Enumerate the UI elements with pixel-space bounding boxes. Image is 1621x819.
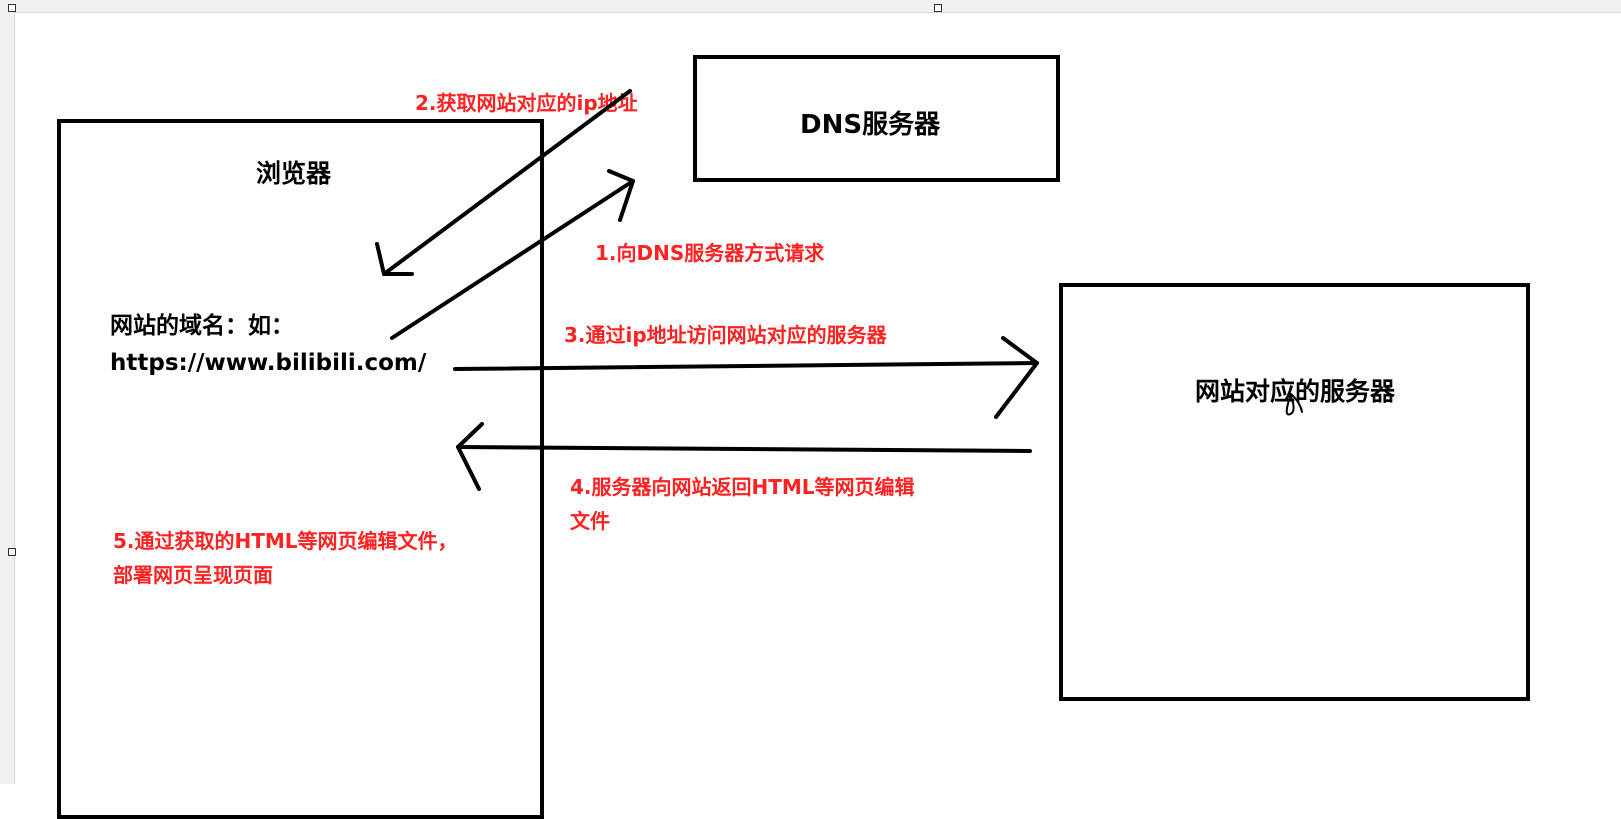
arrowhead-browser-to-server bbox=[994, 336, 1039, 419]
dns-server-box bbox=[693, 55, 1060, 182]
domain-label: 网站的域名：如： bbox=[110, 313, 294, 339]
arrowhead-server-to-browser bbox=[456, 422, 484, 491]
step4-line2: 文件 bbox=[570, 509, 610, 533]
step3-label: 3.通过ip地址访问网站对应的服务器 bbox=[564, 323, 887, 347]
arrowhead-browser-to-dns bbox=[607, 169, 635, 222]
arrowhead-dns-to-browser bbox=[375, 242, 414, 276]
arrow-server-to-browser bbox=[456, 445, 1032, 453]
left-ruler bbox=[0, 12, 15, 784]
arrows-layer bbox=[375, 89, 1303, 491]
website-server-title: 网站对应的服务器 bbox=[1195, 377, 1396, 406]
website-server-box bbox=[1059, 283, 1530, 701]
resize-handle-top-middle[interactable] bbox=[934, 4, 942, 12]
drawing-canvas[interactable] bbox=[0, 0, 1621, 784]
top-ruler bbox=[0, 0, 1621, 13]
arrow-browser-to-dns bbox=[390, 179, 635, 340]
step4-label: 4.服务器向网站返回HTML等网页编辑 文件 bbox=[570, 470, 915, 538]
dns-server-title: DNS服务器 bbox=[800, 110, 941, 140]
browser-title: 浏览器 bbox=[256, 159, 332, 188]
domain-url: https://www.bilibili.com/ bbox=[110, 350, 427, 376]
arrow-dns-to-browser bbox=[382, 89, 632, 276]
handwritten-scribble bbox=[1285, 393, 1303, 416]
step5-line2: 部署网页呈现页面 bbox=[113, 563, 273, 587]
step4-line1: 4.服务器向网站返回HTML等网页编辑 bbox=[570, 475, 915, 499]
arrow-browser-to-server bbox=[453, 361, 1039, 371]
step5-label: 5.通过获取的HTML等网页编辑文件， 部署网页呈现页面 bbox=[113, 524, 458, 592]
step5-line1: 5.通过获取的HTML等网页编辑文件， bbox=[113, 529, 458, 553]
step1-label: 1.向DNS服务器方式请求 bbox=[595, 241, 825, 265]
resize-handle-top-left[interactable] bbox=[8, 4, 16, 12]
resize-handle-middle-left[interactable] bbox=[8, 548, 16, 556]
